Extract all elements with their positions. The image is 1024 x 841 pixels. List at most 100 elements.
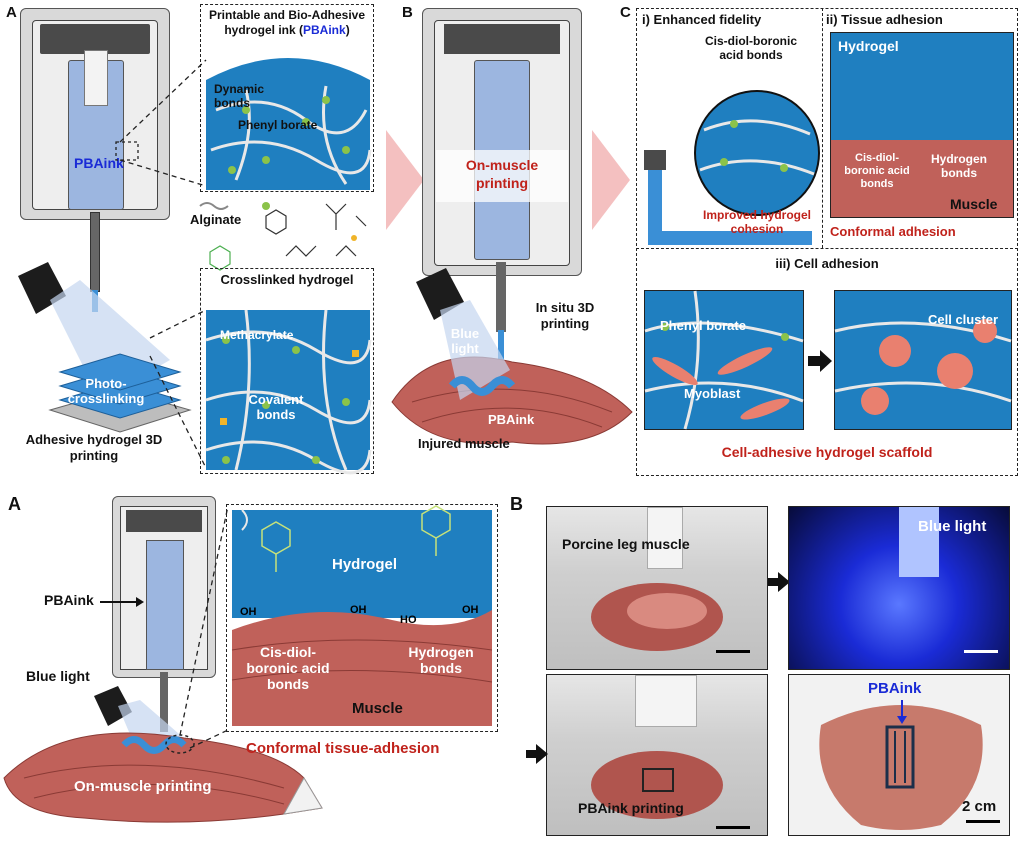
printed-stack-a xyxy=(48,353,192,433)
printer-header-a xyxy=(40,24,150,54)
photo-result-muscle xyxy=(819,705,983,830)
printer-header-bottom xyxy=(126,510,202,532)
syringe-plunger-a xyxy=(84,50,108,106)
photo-porcine-nozzle xyxy=(647,507,683,569)
photo-result xyxy=(788,674,1010,836)
pbaink-label-bottom: PBAink xyxy=(44,592,94,608)
porcine-label: Porcine leg muscle xyxy=(562,536,690,552)
photo-blue-nozzle xyxy=(899,507,939,577)
top-panel-c-letter: C xyxy=(620,4,631,21)
phenyl-borate-label-iii: Phenyl borate xyxy=(660,318,746,333)
photo-porcine xyxy=(546,506,768,670)
chem-structures-a xyxy=(209,202,367,271)
cell-cluster-label: Cell cluster xyxy=(928,312,999,327)
cis-diol-label-ii: Cis-diol-boronic acid bonds xyxy=(844,152,910,190)
myoblast-label: Myoblast xyxy=(684,386,741,401)
printed-wave-b xyxy=(448,376,516,396)
pbaink-printing-label: PBAink printing xyxy=(578,800,684,816)
blue-light-label-bottom: Blue light xyxy=(26,668,90,684)
bottom-chem-structures xyxy=(241,505,451,572)
photo-porcine-muscle xyxy=(591,583,723,651)
photo-printing-muscle xyxy=(591,751,723,819)
hydrogen-bonds-label-bottom: Hydrogen bonds xyxy=(408,644,474,676)
ink-title: Printable and Bio-Adhesive hydrogel ink … xyxy=(204,8,370,38)
hydrogen-bonds-label-ii: Hydrogen bonds xyxy=(930,152,987,180)
oh-label-3: OH xyxy=(462,604,479,616)
scale-label: 2 cm xyxy=(962,798,997,815)
printed-wave-bottom xyxy=(121,736,187,754)
oh-label-2: OH xyxy=(350,604,367,616)
light-cone-b xyxy=(440,300,510,400)
panel-c-frame xyxy=(636,8,1018,476)
syringe-label-a: PBAink xyxy=(74,155,124,171)
syringe-barrel-bottom xyxy=(146,540,184,670)
pbaink-result-arrow xyxy=(897,700,907,724)
ink-title-name: PBAink xyxy=(303,23,346,37)
alginate-squiggle xyxy=(199,202,229,210)
sub-ii-title: ii) Tissue adhesion xyxy=(826,12,943,27)
bottom-muscle-area xyxy=(231,610,493,726)
panel-c-divider-v xyxy=(822,8,823,248)
top-panel-a-caption: Adhesive hydrogel 3D printing xyxy=(25,432,163,463)
scaffold-label: Cell-adhesive hydrogel scaffold xyxy=(721,444,933,460)
methacrylate-label: Methacrylate xyxy=(220,328,294,342)
conformal-tissue-label: Conformal tissue-adhesion xyxy=(246,740,440,757)
blue-light-label-b: Blue light xyxy=(450,326,480,356)
oh-label-1: OH xyxy=(240,606,257,618)
top-panel-b-letter: B xyxy=(402,4,413,21)
muscle-bottom xyxy=(3,732,323,823)
injured-muscle-label: Injured muscle xyxy=(418,436,510,451)
photo-printing-nozzle xyxy=(635,675,697,727)
ink-title-end: ) xyxy=(345,23,350,37)
scale-bar-2 xyxy=(964,650,998,653)
bottom-panel-b-letter: B xyxy=(510,494,523,514)
ink-network-circle xyxy=(206,58,372,190)
top-panel-a-letter: A xyxy=(6,4,17,21)
arrow-to-blue xyxy=(768,572,790,592)
crosslinked-box xyxy=(200,268,374,474)
cis-diol-label-i: Cis-diol-boronic acid bonds xyxy=(705,34,797,62)
needle-b xyxy=(496,262,506,332)
cis-diol-label-bottom: Cis-diol-boronic acid bonds xyxy=(246,644,330,692)
panel-c-divider-h xyxy=(636,248,1018,249)
process-arrow xyxy=(808,350,832,372)
pbaink-label-b: PBAink xyxy=(488,412,535,427)
blue-light-photo-label: Blue light xyxy=(918,518,987,535)
dynamic-bonds-label: Dynamic bonds xyxy=(214,82,265,110)
alginate-label: Alginate xyxy=(190,212,242,227)
crosslinked-network xyxy=(205,309,372,475)
on-muscle-printing-label: On-muscle printing xyxy=(465,157,539,191)
tissue-adhesion-muscle xyxy=(831,140,1013,217)
on-muscle-band xyxy=(436,150,568,202)
needle-bottom xyxy=(160,672,168,732)
printer-header-b xyxy=(444,24,560,54)
phenyl-borate-label: Phenyl borate xyxy=(238,118,318,132)
cell-network-left xyxy=(644,290,804,430)
ink-title-text: Printable and Bio-Adhesive hydrogel ink … xyxy=(208,8,366,37)
in-situ-label: In situ 3D printing xyxy=(535,300,595,331)
sub-iii-title: iii) Cell adhesion xyxy=(775,256,879,271)
sub-i-title: i) Enhanced fidelity xyxy=(642,12,762,27)
pbaink-result-label: PBAink xyxy=(868,680,922,697)
ho-label-1: HO xyxy=(400,614,417,626)
muscle-label-ii: Muscle xyxy=(950,196,998,212)
ink-info-box xyxy=(200,4,374,192)
hydrogel-label-bottom: Hydrogel xyxy=(332,556,398,573)
nozzle-pipe-i xyxy=(644,150,812,245)
scale-bar-1 xyxy=(716,650,750,653)
conformal-adhesion-label: Conformal adhesion xyxy=(830,224,956,239)
arrow-to-printing xyxy=(526,744,548,764)
fidelity-circle xyxy=(694,90,820,216)
cell-network-right xyxy=(834,319,1012,415)
muscle-label-bottom: Muscle xyxy=(352,700,403,717)
photo-blue-light xyxy=(788,506,1010,670)
pbaink-arrow-bottom xyxy=(100,597,144,607)
bottom-zoom-box xyxy=(226,504,498,732)
scale-bar-4 xyxy=(966,820,1000,823)
scale-bar-3 xyxy=(716,826,750,829)
bottom-panel-a-letter: A xyxy=(8,494,21,514)
on-muscle-label-bottom: On-muscle printing xyxy=(74,778,212,795)
improved-cohesion-label: Improved hydrogel cohesion xyxy=(702,208,812,236)
